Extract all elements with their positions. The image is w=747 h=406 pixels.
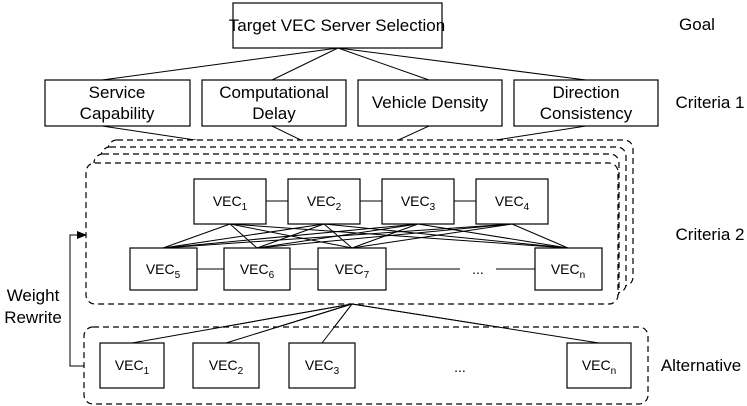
- goal-text: Target VEC Server Selection: [229, 16, 445, 35]
- criteria1-line1: Service: [89, 83, 146, 102]
- svg-text:VEC1: VEC1: [115, 357, 150, 377]
- criteria1-node-direction-consistency: Direction Consistency: [513, 79, 659, 127]
- vec-subscript: 5: [175, 270, 181, 281]
- alternative-panel: [83, 326, 649, 405]
- vec-subscript: 4: [524, 202, 530, 213]
- svg-text:VECn: VECn: [582, 357, 616, 377]
- vec-label: VEC: [209, 357, 238, 373]
- vec-label: VEC: [582, 357, 611, 373]
- criteria2-node: VEC2: [287, 178, 361, 225]
- alternative-ellipsis: ...: [454, 359, 466, 375]
- criteria1-line2: Capability: [80, 104, 155, 123]
- weight-rewrite-arrow: [69, 231, 87, 367]
- svg-text:VEC6: VEC6: [240, 261, 275, 281]
- vec-subscript: 1: [144, 366, 150, 377]
- level-label-criteria2: Criteria 2: [676, 225, 745, 244]
- level-label-alternative: Alternative: [661, 356, 741, 375]
- criteria1-line1: Vehicle Density: [372, 93, 489, 112]
- vec-subscript: 6: [269, 270, 275, 281]
- svg-text:VEC4: VEC4: [495, 193, 530, 213]
- vec-label: VEC: [115, 357, 144, 373]
- alternative-node: VEC2: [192, 342, 260, 389]
- vec-label: VEC: [401, 193, 430, 209]
- criteria2-node: VEC3: [381, 178, 455, 225]
- level-label-goal: Goal: [679, 15, 715, 34]
- svg-text:VEC2: VEC2: [307, 193, 342, 213]
- svg-text:VECn: VECn: [551, 261, 585, 281]
- feedback-line2: Rewrite: [4, 308, 62, 327]
- vec-subscript: 3: [334, 366, 340, 377]
- vec-label: VEC: [551, 261, 580, 277]
- criteria2-node: VEC6: [223, 247, 291, 291]
- vec-subscript: 2: [238, 366, 244, 377]
- svg-text:VEC5: VEC5: [146, 261, 181, 281]
- goal-node: Target VEC Server Selection: [229, 2, 445, 49]
- vec-subscript: n: [611, 366, 617, 377]
- criteria1-line2: Consistency: [540, 104, 633, 123]
- criteria1-node-vehicle-density: Vehicle Density: [357, 79, 503, 127]
- alternative-node: VECn: [566, 342, 632, 389]
- criteria2-cross-edges: [162, 223, 569, 249]
- svg-text:VEC3: VEC3: [401, 193, 436, 213]
- vec-label: VEC: [335, 261, 364, 277]
- svg-text:VEC3: VEC3: [305, 357, 340, 377]
- vec-label: VEC: [213, 193, 242, 209]
- criteria2-node: VEC1: [193, 178, 267, 225]
- vec-subscript: 2: [336, 202, 342, 213]
- criteria1-line1: Computational: [219, 83, 329, 102]
- goal-edges: [101, 47, 587, 81]
- level-label-criteria1: Criteria 1: [676, 93, 745, 112]
- criteria2-node: VEC7: [317, 247, 387, 291]
- vec-label: VEC: [240, 261, 269, 277]
- alternative-node: VEC1: [99, 342, 165, 389]
- criteria1-node-computational-delay: Computational Delay: [201, 79, 347, 127]
- criteria2-node: VEC5: [129, 247, 198, 291]
- svg-text:VEC2: VEC2: [209, 357, 244, 377]
- criteria1-line2: Delay: [252, 104, 296, 123]
- criteria2-ellipsis: ...: [472, 261, 484, 277]
- svg-text:VEC1: VEC1: [213, 193, 248, 213]
- vec-label: VEC: [307, 193, 336, 209]
- criteria1-line1: Direction: [552, 83, 619, 102]
- vec-subscript: 3: [430, 202, 436, 213]
- vec-subscript: 1: [242, 202, 248, 213]
- alternative-edges-inner: [131, 303, 600, 344]
- alternative-node: VEC3: [288, 342, 356, 389]
- feedback-line1: Weight: [7, 286, 60, 305]
- criteria1-node-service-capability: Service Capability: [44, 79, 191, 127]
- svg-text:VEC7: VEC7: [335, 261, 370, 281]
- vec-label: VEC: [495, 193, 524, 209]
- vec-label: VEC: [305, 357, 334, 373]
- criteria2-node: VEC4: [475, 178, 549, 225]
- vec-subscript: n: [580, 270, 586, 281]
- vec-subscript: 7: [364, 270, 370, 281]
- vec-label: VEC: [146, 261, 175, 277]
- criteria2-node: VECn: [534, 247, 603, 291]
